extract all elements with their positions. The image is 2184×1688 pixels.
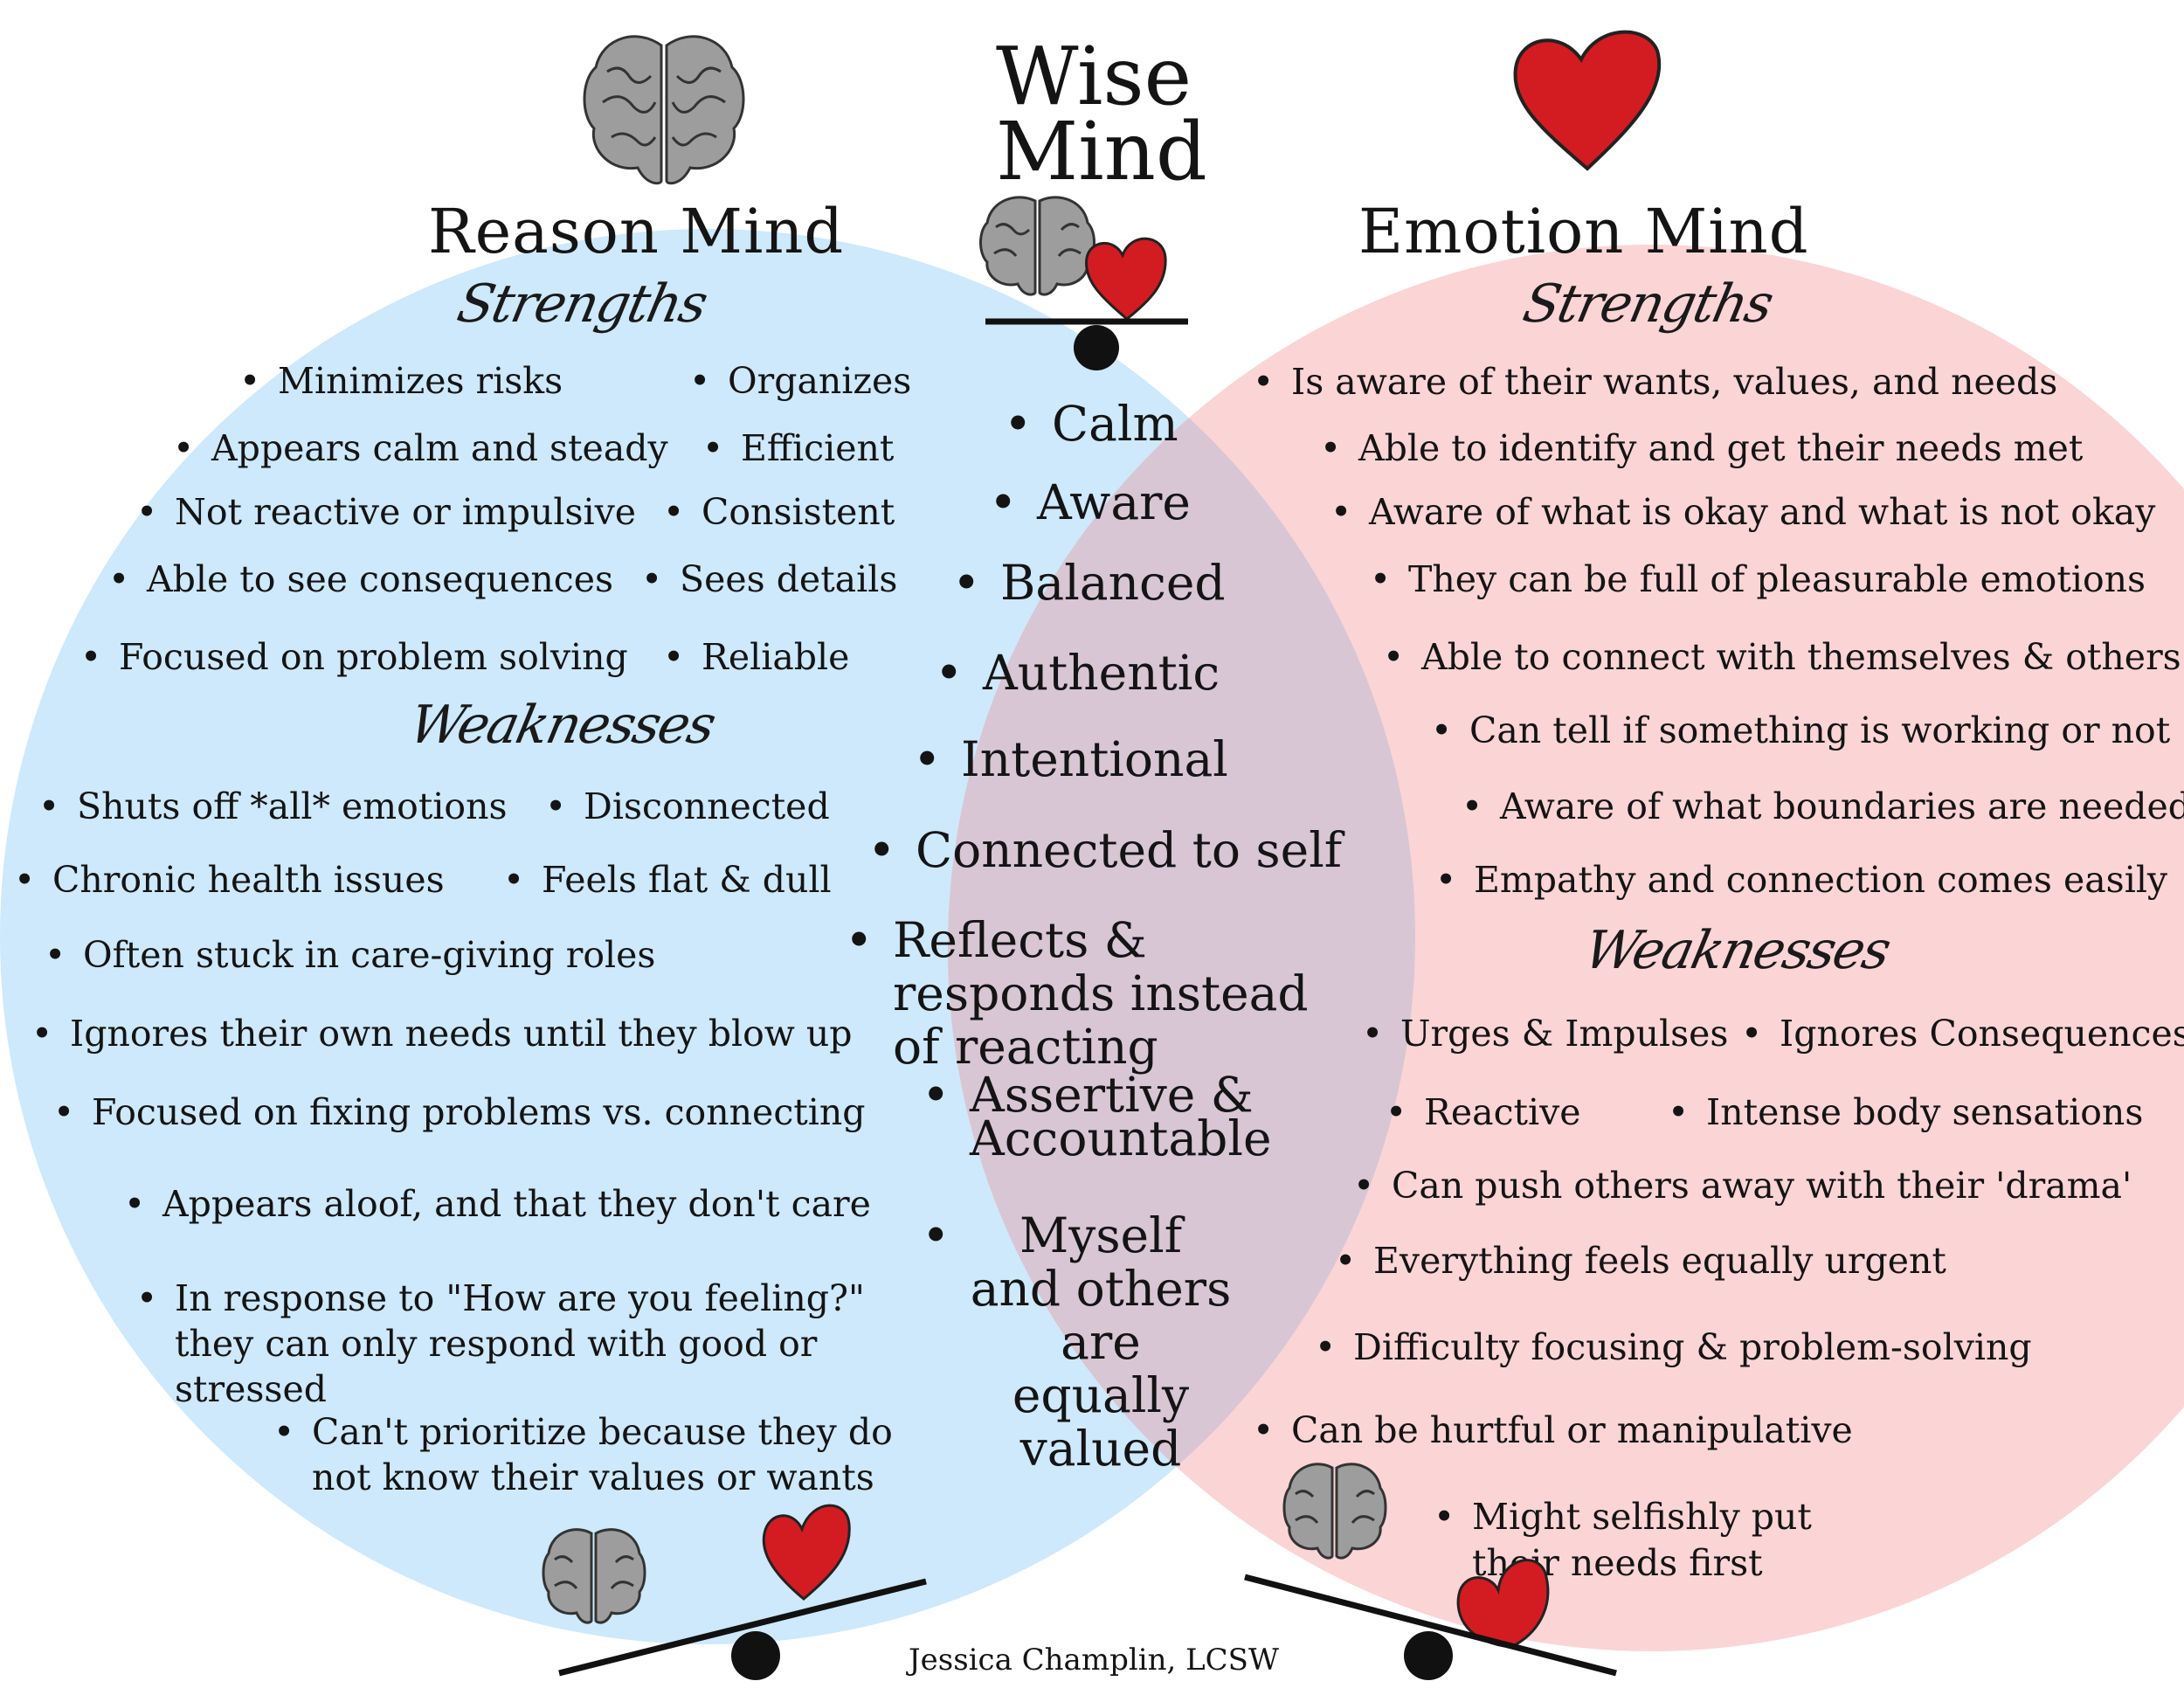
brain-icon [1282, 1463, 1387, 1560]
brain-icon [542, 1528, 646, 1624]
reason-strength-item: Not reactive or impulsive [136, 495, 636, 531]
reason-weakness-item: Ignores their own needs until they blow … [31, 1016, 853, 1053]
emotion-strength-item: Able to connect with themselves & others [1383, 640, 2181, 676]
wise-item: Assertive & Accountable [922, 1071, 1284, 1163]
emotion-heading: Emotion Mind [1358, 196, 1809, 267]
reason-weakness-item: Can't prioritize because they do not kno… [273, 1409, 941, 1500]
emotion-weakness-item: Difficulty focusing & problem-solving [1315, 1330, 2032, 1366]
wise-item: Reflects & responds instead of reacting [845, 914, 1347, 1074]
emotion-strengths-label: Strengths [1517, 273, 1778, 335]
emotion-strength-item: Is aware of their wants, values, and nee… [1253, 364, 2057, 401]
reason-weakness-item: Feels flat & dull [503, 862, 832, 899]
reason-weaknesses-label: Weaknesses [404, 695, 720, 756]
title-mind: Mind [996, 105, 1207, 198]
emotion-weakness-item: Intense body sensations [1668, 1095, 2143, 1131]
wise-item: Intentional [913, 736, 1228, 785]
seesaw-scale-icon [542, 1504, 927, 1680]
reason-weakness-item: Shuts off *all* emotions [38, 789, 508, 826]
wise-item: Aware [989, 479, 1191, 528]
seesaw-scale-icon [979, 196, 1188, 370]
heart-icon [1456, 1559, 1550, 1649]
emotion-weakness-item: Can push others away with their 'drama' [1353, 1168, 2132, 1205]
emotion-strength-item: Aware of what is okay and what is not ok… [1330, 495, 2155, 531]
reason-strength-item: Consistent [663, 495, 895, 531]
title-wise: Wise [996, 30, 1192, 123]
reason-strength-item: Reliable [663, 640, 850, 676]
reason-strength-item: Efficient [702, 431, 895, 467]
emotion-strength-item: Can tell if something is working or not [1431, 713, 2170, 750]
reason-weakness-item: In response to "How are you feeling?" th… [136, 1276, 926, 1412]
wise-item: Calm [1004, 400, 1178, 449]
emotion-weakness-item: Urges & Impulses [1362, 1016, 1729, 1053]
wise-item: Myself and others are equally valued [922, 1209, 1232, 1476]
reason-weakness-item: Often stuck in care-giving roles [45, 937, 655, 974]
emotion-strength-item: Able to identify and get their needs met [1320, 431, 2083, 467]
brain-icon [979, 196, 1095, 296]
reason-heading: Reason Mind [428, 196, 845, 267]
reason-strength-item: Focused on problem solving [80, 640, 628, 676]
author-credit: Jessica Champlin, LCSW [909, 1643, 1279, 1678]
overlap-region [948, 245, 1415, 1644]
wise-item: Balanced [952, 559, 1225, 608]
emotion-weakness-item: Can be hurtful or manipulative [1253, 1413, 1853, 1449]
reason-weakness-item: Chronic health issues [14, 862, 445, 899]
wise-item: Connected to self [867, 827, 1342, 875]
reason-weakness-item: Disconnected [545, 789, 830, 826]
heart-icon [762, 1504, 851, 1601]
emotion-strength-item: Empathy and connection comes easily [1435, 862, 2167, 899]
emotion-weakness-item: Might selfishly put their needs first [1434, 1494, 1900, 1587]
emotion-weakness-item: Everything feels equally urgent [1335, 1243, 1946, 1280]
emotion-weaknesses-label: Weaknesses [1579, 920, 1895, 981]
seesaw-scale-icon [1244, 1463, 1617, 1680]
emotion-strength-item: They can be full of pleasurable emotions [1370, 562, 2146, 598]
wise-item: Authentic [935, 649, 1220, 698]
reason-strengths-label: Strengths [452, 273, 712, 335]
reason-strength-item: Organizes [689, 363, 911, 400]
emotion-weakness-item: Ignores Consequences [1741, 1016, 2184, 1053]
reason-strength-item: Able to see consequences [108, 562, 613, 598]
brain-icon [583, 35, 745, 185]
reason-weakness-item: Focused on fixing problems vs. connectin… [53, 1095, 866, 1131]
reason-strength-item: Sees details [641, 562, 897, 598]
heart-icon [1085, 237, 1167, 321]
reason-weakness-item: Appears aloof, and that they don't care [124, 1186, 871, 1223]
emotion-weakness-item: Reactive [1386, 1095, 1580, 1131]
reason-strength-item: Appears calm and steady [173, 431, 668, 467]
heart-icon [1513, 30, 1662, 171]
emotion-strength-item: Aware of what boundaries are needed [1462, 789, 2184, 826]
reason-strength-item: Minimizes risks [239, 363, 563, 400]
